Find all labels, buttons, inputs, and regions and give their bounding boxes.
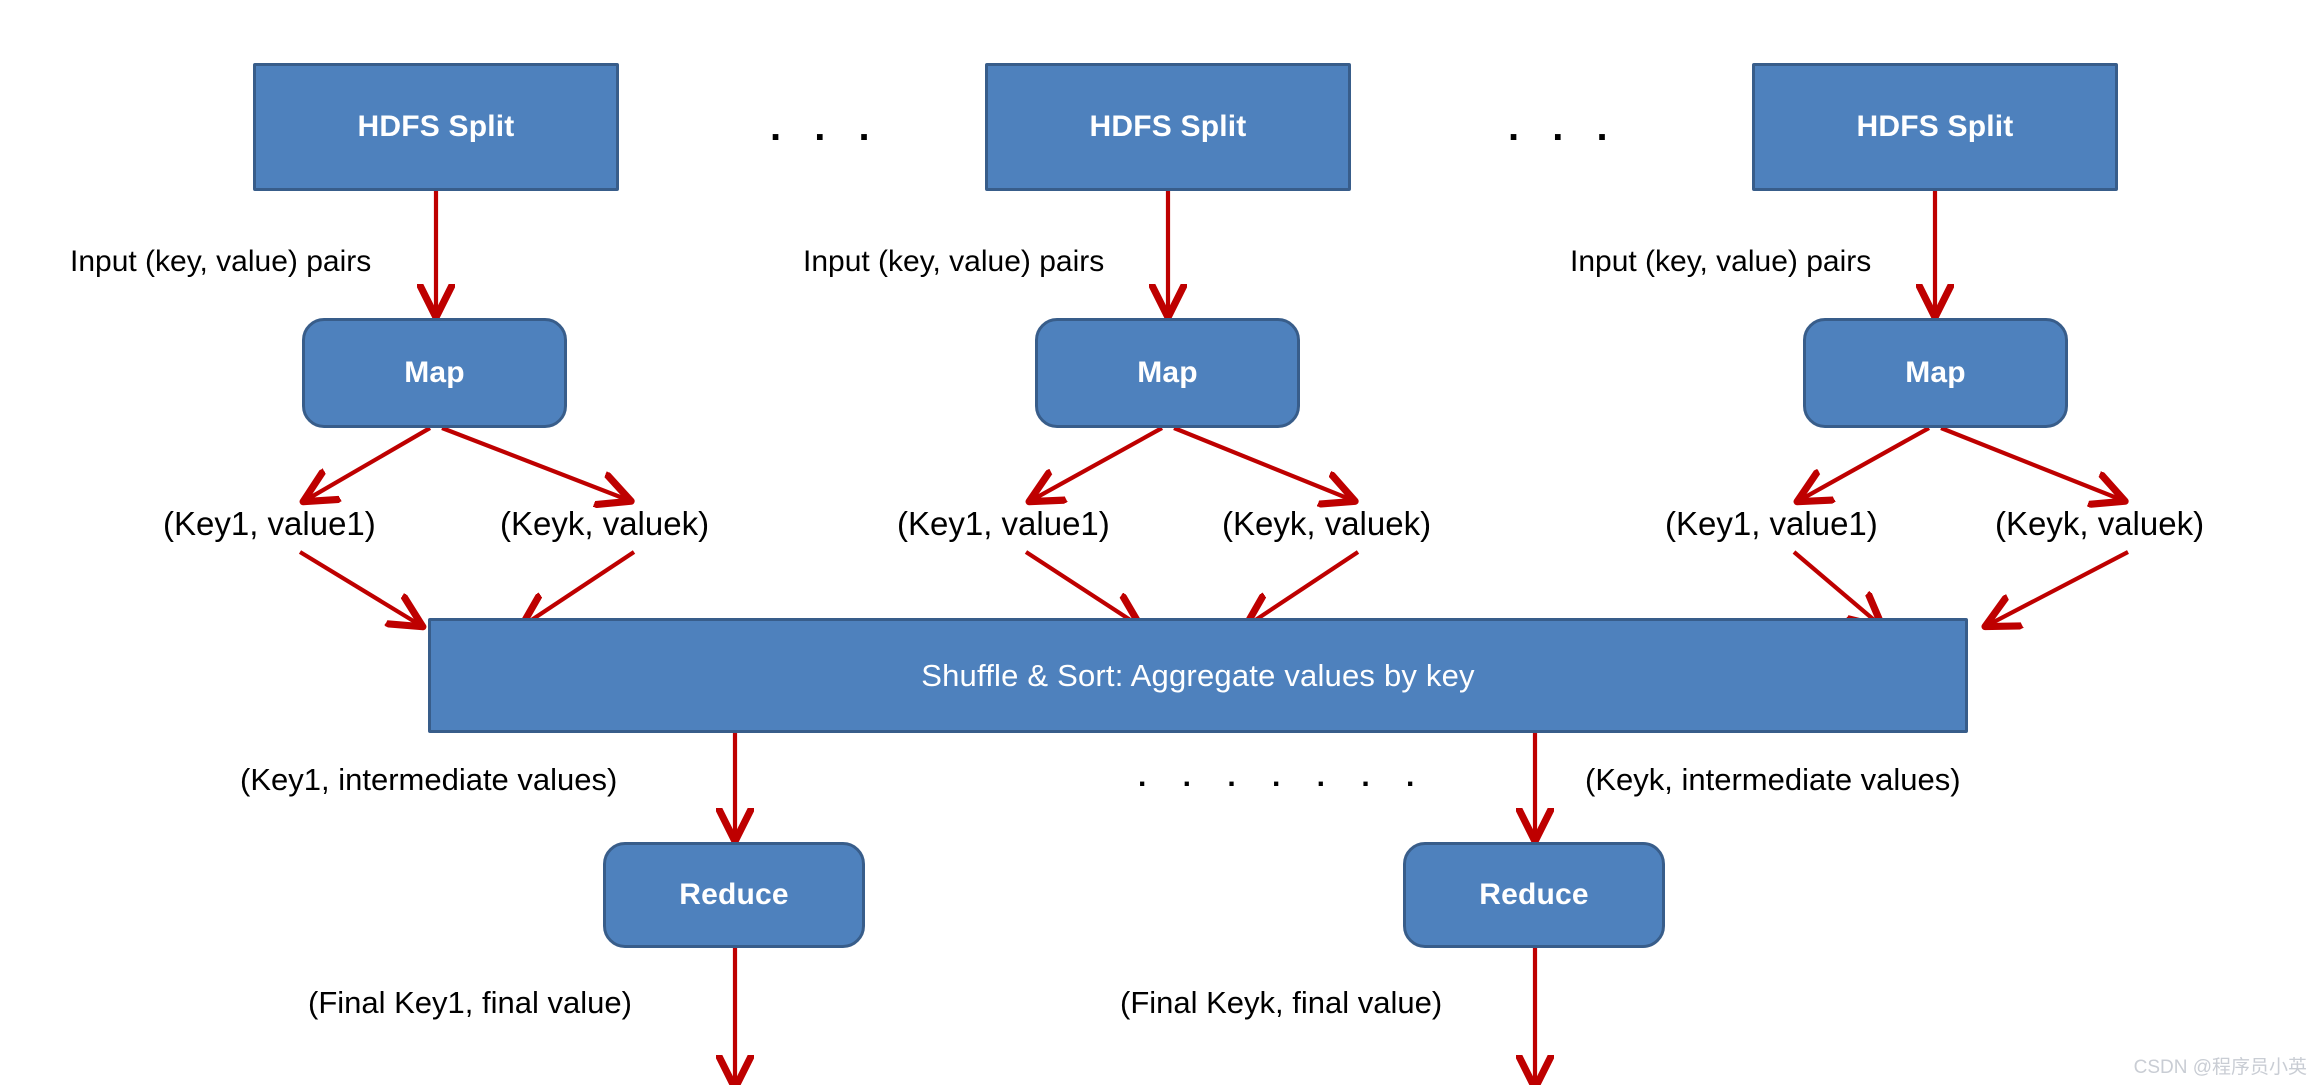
reduce-box-1[interactable]: Reduce [603, 842, 865, 948]
intermediate-label-first: (Key1, intermediate values) [240, 762, 618, 797]
final-output-label-2: (Final Keyk, final value) [1120, 985, 1443, 1020]
hdfs-split-label-1: HDFS Split [357, 110, 515, 143]
ellipsis-middle: . . . . . . . [1138, 760, 1429, 793]
arrow-pair-1-left-to-shuffle [298, 550, 420, 625]
pair-label-3-right: (Keyk, valuek) [1995, 505, 2205, 542]
pair-label-2-left: (Key1, value1) [897, 505, 1110, 542]
pair-label-3-left: (Key1, value1) [1665, 505, 1878, 542]
hdfs-split-label-3: HDFS Split [1856, 110, 2014, 143]
reduce-label-2: Reduce [1479, 878, 1589, 911]
map-label-3: Map [1905, 356, 1966, 389]
final-output-label-1: (Final Key1, final value) [308, 985, 632, 1020]
input-pairs-label-1: Input (key, value) pairs [70, 245, 372, 278]
arrow-pair-3-left-to-shuffle [1792, 550, 1880, 625]
arrow-pair-3-right-to-shuffle [1988, 550, 2129, 625]
arrow-map-to-pair-3-right [1940, 426, 2122, 500]
hdfs-split-box-2[interactable]: HDFS Split [985, 63, 1351, 191]
map-box-1[interactable]: Map [302, 318, 567, 428]
arrow-pair-2-right-to-shuffle [1248, 550, 1360, 625]
arrow-map-to-pair-1-left [306, 426, 432, 500]
hdfs-split-box-1[interactable]: HDFS Split [253, 63, 619, 191]
hdfs-split-label-2: HDFS Split [1089, 110, 1247, 143]
map-box-3[interactable]: Map [1803, 318, 2068, 428]
pair-label-1-left: (Key1, value1) [163, 505, 376, 542]
arrow-map-to-pair-1-right [441, 426, 628, 500]
map-label-2: Map [1137, 356, 1198, 389]
hdfs-split-box-3[interactable]: HDFS Split [1752, 63, 2118, 191]
input-pairs-label-2: Input (key, value) pairs [803, 245, 1105, 278]
arrow-pair-1-right-to-shuffle [524, 550, 636, 625]
reduce-box-2[interactable]: Reduce [1403, 842, 1665, 948]
map-box-2[interactable]: Map [1035, 318, 1300, 428]
pair-label-2-right: (Keyk, valuek) [1222, 505, 1432, 542]
ellipsis-top-1: . . . [770, 105, 881, 149]
intermediate-label-last: (Keyk, intermediate values) [1585, 762, 1961, 797]
ellipsis-top-2: . . . [1508, 105, 1619, 149]
shuffle-sort-label: Shuffle & Sort: Aggregate values by key [921, 657, 1475, 693]
watermark: CSDN @程序员小英 [2133, 1057, 2307, 1078]
pair-label-1-right: (Keyk, valuek) [500, 505, 710, 542]
arrow-map-to-pair-3-left [1800, 426, 1931, 500]
map-label-1: Map [404, 356, 465, 389]
shuffle-sort-bar[interactable]: Shuffle & Sort: Aggregate values by key [428, 618, 1968, 733]
reduce-label-1: Reduce [679, 878, 789, 911]
arrow-map-to-pair-2-left [1032, 426, 1164, 500]
input-pairs-label-3: Input (key, value) pairs [1570, 245, 1872, 278]
arrow-map-to-pair-2-right [1173, 426, 1352, 500]
arrow-pair-2-left-to-shuffle [1024, 550, 1138, 625]
